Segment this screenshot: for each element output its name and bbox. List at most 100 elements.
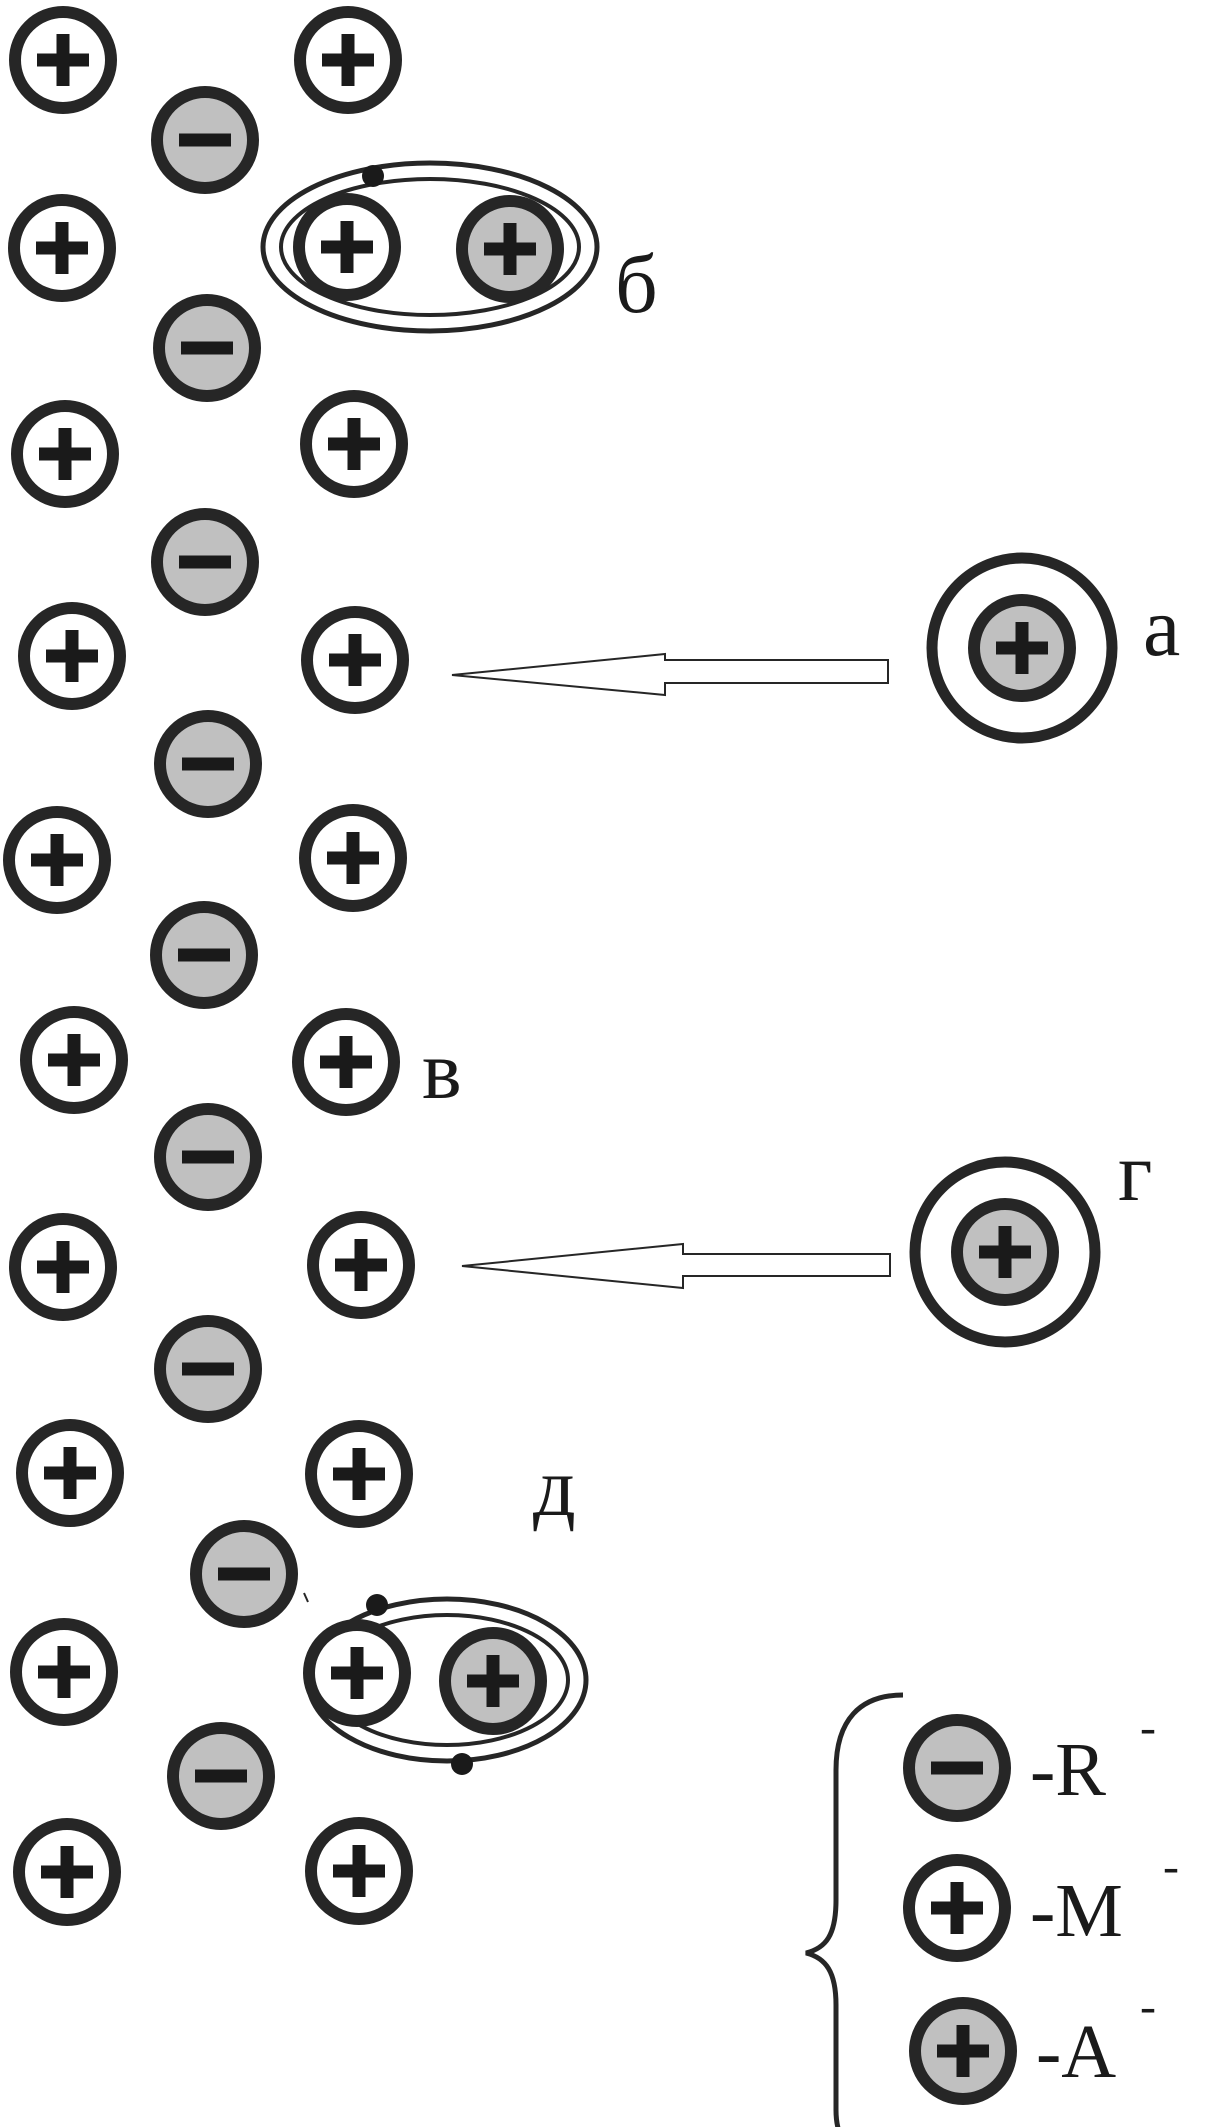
metal-cation bbox=[11, 400, 119, 508]
orbit-ellipse-outer bbox=[260, 160, 600, 334]
minus-icon bbox=[182, 1150, 234, 1164]
legend-item-r: -R - bbox=[903, 1701, 1156, 1822]
ion-plus-grey-d bbox=[439, 1627, 547, 1735]
label-d: д bbox=[533, 1441, 576, 1534]
plus-icon bbox=[467, 1655, 519, 1707]
lattice-anions bbox=[150, 86, 298, 1830]
plus-icon bbox=[36, 222, 88, 274]
plus-icon bbox=[44, 1447, 96, 1499]
metal-cation bbox=[20, 1006, 128, 1114]
anion bbox=[151, 508, 259, 616]
metal-cation bbox=[16, 1419, 124, 1527]
anion bbox=[154, 1103, 262, 1211]
defect-b-group bbox=[260, 160, 600, 334]
minus-icon bbox=[179, 133, 231, 147]
metal-cation bbox=[300, 390, 408, 498]
metal-cation bbox=[307, 1211, 415, 1319]
plus-icon bbox=[321, 221, 373, 273]
legend-metal-icon bbox=[903, 1854, 1011, 1962]
ion-plus-grey-g bbox=[951, 1198, 1059, 1306]
minus-icon bbox=[178, 948, 230, 962]
anion bbox=[153, 294, 261, 402]
plus-icon bbox=[996, 622, 1048, 674]
plus-icon bbox=[46, 630, 98, 682]
arrow-a bbox=[451, 652, 889, 697]
plus-icon bbox=[979, 1226, 1031, 1278]
ion-plus-white-b bbox=[293, 193, 401, 301]
tick-mark bbox=[303, 1592, 309, 1603]
incoming-particle-g bbox=[909, 1156, 1101, 1348]
anion bbox=[154, 1315, 262, 1423]
plus-icon bbox=[335, 1239, 387, 1291]
legend-superscript: - bbox=[1163, 1840, 1179, 1893]
ion-plus-grey-b bbox=[456, 195, 564, 303]
electron-dot bbox=[451, 1753, 473, 1775]
minus-icon bbox=[182, 757, 234, 771]
metal-cation bbox=[8, 194, 116, 302]
anion bbox=[167, 1722, 275, 1830]
plus-icon bbox=[484, 223, 536, 275]
anion bbox=[154, 710, 262, 818]
ion-plus-grey-a bbox=[968, 594, 1076, 702]
orbit-ellipse-inner bbox=[279, 177, 581, 317]
metal-cation bbox=[18, 602, 126, 710]
plus-icon bbox=[328, 418, 380, 470]
minus-icon bbox=[931, 1761, 983, 1775]
plus-icon bbox=[327, 832, 379, 884]
legend-text: -A bbox=[1036, 2010, 1116, 2094]
minus-icon bbox=[179, 555, 231, 569]
plus-icon bbox=[41, 1846, 93, 1898]
legend-item-a: -A - bbox=[909, 1980, 1156, 2105]
plus-icon bbox=[39, 428, 91, 480]
electron-dot bbox=[366, 1594, 388, 1616]
plus-icon bbox=[37, 1241, 89, 1293]
plus-icon bbox=[31, 834, 83, 886]
legend-superscript: - bbox=[1140, 1980, 1156, 2033]
plus-icon bbox=[333, 1845, 385, 1897]
plus-icon bbox=[333, 1448, 385, 1500]
plus-icon bbox=[931, 1882, 983, 1934]
lattice-cations bbox=[3, 6, 415, 1926]
plus-icon bbox=[38, 1646, 90, 1698]
metal-cation bbox=[13, 1818, 121, 1926]
metal-cation bbox=[301, 606, 409, 714]
defect-d-group bbox=[303, 1592, 589, 1775]
legend-superscript: - bbox=[1140, 1701, 1156, 1754]
metal-cation bbox=[299, 804, 407, 912]
legend-item-m: -M - bbox=[903, 1840, 1179, 1962]
metal-cation bbox=[9, 6, 117, 114]
electron-dot bbox=[362, 165, 384, 187]
minus-icon bbox=[195, 1769, 247, 1783]
legend-impurity-icon bbox=[909, 1997, 1017, 2105]
anion bbox=[151, 86, 259, 194]
anion bbox=[190, 1520, 298, 1628]
legend: -R - -M - -A - bbox=[805, 1692, 1179, 2127]
metal-cation bbox=[9, 1213, 117, 1321]
plus-icon bbox=[37, 34, 89, 86]
plus-icon bbox=[322, 34, 374, 86]
legend-anion-icon bbox=[903, 1714, 1011, 1822]
minus-icon bbox=[182, 1362, 234, 1376]
metal-cation bbox=[305, 1420, 413, 1528]
metal-cation bbox=[292, 1008, 400, 1116]
legend-text: -R bbox=[1030, 1728, 1106, 1812]
minus-icon bbox=[181, 341, 233, 355]
anion bbox=[150, 901, 258, 1009]
incoming-particle-a bbox=[926, 552, 1118, 744]
plus-icon bbox=[320, 1036, 372, 1088]
plus-icon bbox=[329, 634, 381, 686]
label-v: в bbox=[422, 1024, 462, 1117]
metal-cation bbox=[10, 1618, 118, 1726]
minus-icon bbox=[218, 1567, 270, 1581]
label-a: а bbox=[1143, 581, 1180, 674]
plus-icon bbox=[937, 2025, 989, 2077]
legend-text: -M bbox=[1030, 1869, 1123, 1953]
legend-brace bbox=[805, 1692, 904, 2127]
ion-plus-white-d bbox=[303, 1619, 411, 1727]
plus-icon bbox=[48, 1034, 100, 1086]
metal-cation bbox=[305, 1817, 413, 1925]
arrow-g bbox=[461, 1242, 891, 1290]
metal-cation bbox=[3, 806, 111, 914]
plus-icon bbox=[331, 1647, 383, 1699]
